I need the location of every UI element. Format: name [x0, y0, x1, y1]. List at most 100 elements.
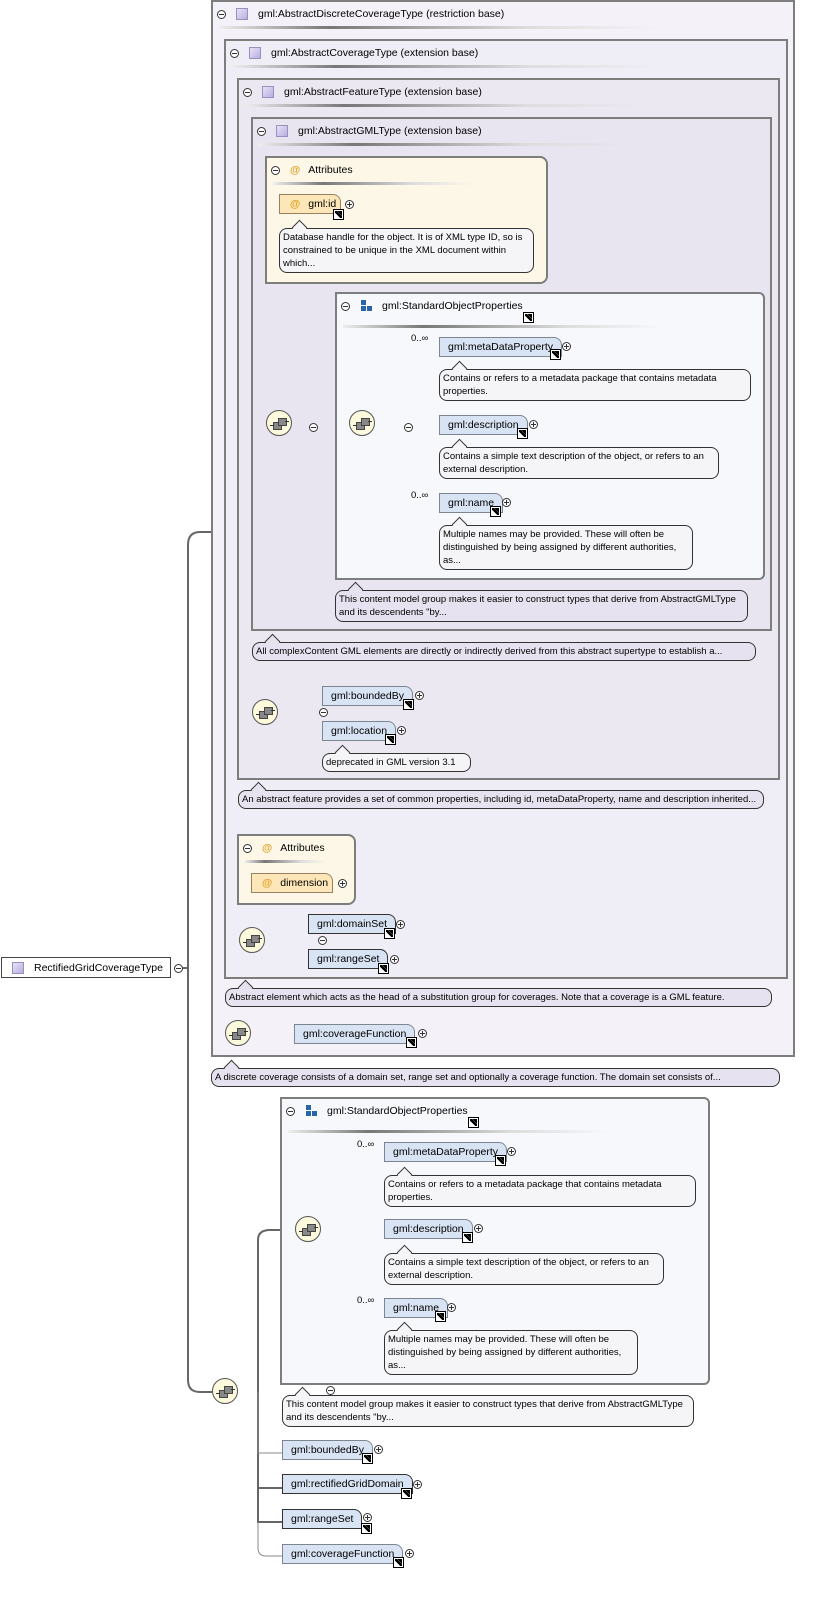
- expand-button[interactable]: [502, 498, 511, 507]
- link-icon[interactable]: [403, 699, 414, 710]
- element-domainset[interactable]: gml:domainSet: [308, 914, 397, 934]
- link-icon[interactable]: [406, 1037, 417, 1048]
- description-doc: Contains a simple text description of th…: [439, 447, 719, 479]
- collapse-button[interactable]: [271, 165, 280, 175]
- group-icon: [305, 1105, 317, 1117]
- element-coveragefunction[interactable]: gml:coverageFunction: [294, 1024, 416, 1044]
- expand-button[interactable]: [447, 1303, 456, 1312]
- expand-button[interactable]: [562, 342, 571, 351]
- name-doc: Multiple names may be provided. These wi…: [384, 1330, 638, 1375]
- element-boundedby[interactable]: gml:boundedBy: [322, 686, 413, 706]
- separator: [288, 1130, 608, 1133]
- complex-type-icon: [276, 125, 288, 137]
- gml-id-doc: Database handle for the object. It is of…: [279, 228, 534, 273]
- sequence-icon[interactable]: [239, 927, 265, 953]
- link-icon[interactable]: [401, 1488, 412, 1499]
- attribute-name: gml:id: [308, 198, 337, 210]
- expand-button[interactable]: [345, 200, 354, 209]
- element-location[interactable]: gml:location: [322, 721, 397, 741]
- element-coveragefunction-lower[interactable]: gml:coverageFunction: [282, 1544, 404, 1564]
- name-doc: Multiple names may be provided. These wi…: [439, 525, 693, 570]
- sequence-icon[interactable]: [252, 699, 278, 725]
- expand-button[interactable]: [474, 1224, 483, 1233]
- expand-button[interactable]: [418, 1029, 427, 1038]
- sop-group-doc: This content model group makes it easier…: [335, 590, 748, 622]
- sop-group-doc-lower: This content model group makes it easier…: [282, 1395, 694, 1427]
- metadataproperty-doc: Contains or refers to a metadata package…: [439, 369, 751, 401]
- expand-button[interactable]: [397, 726, 406, 735]
- expand-button[interactable]: [338, 879, 347, 888]
- sequence-icon[interactable]: [212, 1378, 238, 1404]
- element-boundedby-lower[interactable]: gml:boundedBy: [282, 1440, 373, 1460]
- element-name[interactable]: gml:name: [384, 1298, 449, 1318]
- collapse-sequence-button[interactable]: [403, 423, 413, 432]
- sequence-icon[interactable]: [266, 410, 292, 436]
- attribute-dimension[interactable]: @dimension: [251, 873, 333, 893]
- expand-button[interactable]: [415, 691, 424, 700]
- complex-type-icon: [236, 8, 248, 20]
- collapse-sequence-button[interactable]: [308, 423, 318, 432]
- link-icon[interactable]: [517, 428, 528, 439]
- element-rectifiedgriddomain[interactable]: gml:rectifiedGridDomain: [282, 1474, 413, 1494]
- root-complex-type[interactable]: RectifiedGridCoverageType: [1, 957, 171, 978]
- cardinality-label: 0..∞: [411, 490, 429, 501]
- collapse-root-button[interactable]: [174, 964, 183, 973]
- sequence-icon[interactable]: [225, 1020, 251, 1046]
- collapse-button[interactable]: [230, 48, 239, 58]
- link-icon[interactable]: [550, 349, 561, 360]
- collapse-button[interactable]: [243, 843, 252, 853]
- attribute-gml-id[interactable]: @gml:id: [279, 194, 341, 214]
- attributes-label: Attributes: [280, 842, 325, 854]
- collapse-button[interactable]: [217, 9, 226, 19]
- collapse-button[interactable]: [341, 301, 350, 311]
- root-type-label: RectifiedGridCoverageType: [34, 961, 163, 974]
- link-icon[interactable]: [462, 1232, 473, 1243]
- link-icon[interactable]: [385, 734, 396, 745]
- sop-header: gml:StandardObjectProperties: [341, 298, 523, 314]
- link-icon[interactable]: [435, 1311, 446, 1322]
- metadataproperty-doc: Contains or refers to a metadata package…: [384, 1175, 696, 1207]
- element-metadataproperty[interactable]: gml:metaDataProperty: [384, 1142, 508, 1162]
- collapse-button[interactable]: [243, 87, 252, 97]
- element-rangeset-lower[interactable]: gml:rangeSet: [282, 1509, 363, 1529]
- expand-button[interactable]: [396, 920, 405, 929]
- link-icon[interactable]: [468, 1117, 479, 1128]
- collapse-button[interactable]: [257, 126, 266, 136]
- link-icon[interactable]: [490, 506, 501, 517]
- sequence-icon[interactable]: [349, 410, 375, 436]
- element-metadataproperty[interactable]: gml:metaDataProperty: [439, 337, 563, 357]
- element-rangeset[interactable]: gml:rangeSet: [308, 949, 389, 969]
- attribute-icon: @: [262, 842, 273, 854]
- link-icon[interactable]: [378, 963, 389, 974]
- sop-header: gml:StandardObjectProperties: [286, 1103, 468, 1119]
- collapse-sequence-button[interactable]: [318, 708, 328, 717]
- collapse-sequence-button[interactable]: [317, 936, 327, 945]
- link-icon[interactable]: [333, 209, 344, 220]
- expand-button[interactable]: [363, 1513, 372, 1522]
- element-description[interactable]: gml:description: [384, 1219, 473, 1239]
- link-icon[interactable]: [393, 1557, 404, 1568]
- attributes-header: @ Attributes: [271, 162, 353, 178]
- discrete-type-label: gml:AbstractDiscreteCoverageType (restri…: [258, 8, 505, 20]
- expand-button[interactable]: [413, 1480, 422, 1489]
- separator: [343, 325, 663, 328]
- link-icon[interactable]: [384, 928, 395, 939]
- sequence-icon[interactable]: [295, 1216, 321, 1242]
- element-name[interactable]: gml:name: [439, 493, 504, 513]
- expand-button[interactable]: [507, 1147, 516, 1156]
- sop-title: gml:StandardObjectProperties: [382, 300, 523, 312]
- collapse-button[interactable]: [286, 1106, 295, 1116]
- expand-button[interactable]: [529, 420, 538, 429]
- expand-button[interactable]: [405, 1549, 414, 1558]
- expand-button[interactable]: [390, 955, 399, 964]
- link-icon[interactable]: [495, 1155, 506, 1166]
- separator: [219, 26, 659, 29]
- link-icon[interactable]: [362, 1453, 373, 1464]
- element-description[interactable]: gml:description: [439, 415, 528, 435]
- complex-type-icon: [249, 47, 261, 59]
- group-icon: [360, 300, 372, 312]
- link-icon[interactable]: [523, 312, 534, 323]
- feature-type-doc: An abstract feature provides a set of co…: [238, 790, 764, 809]
- link-icon[interactable]: [361, 1523, 372, 1534]
- expand-button[interactable]: [374, 1445, 383, 1454]
